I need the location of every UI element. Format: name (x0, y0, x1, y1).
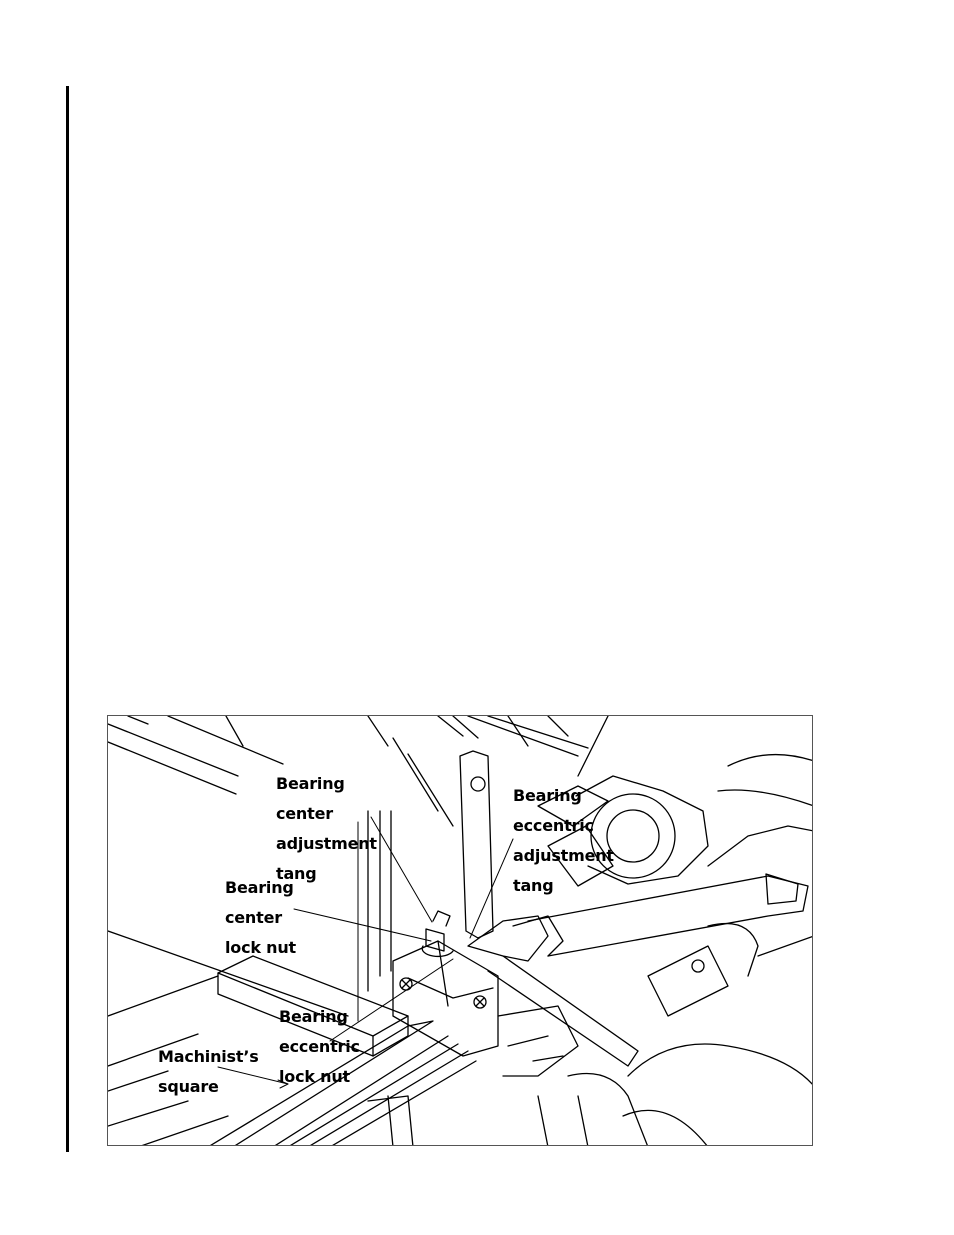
bandsaw-guide-drawing (108, 716, 812, 1145)
page-margin-rule (66, 86, 69, 1152)
callout-bearing-eccentric-lock-nut: Bearing eccentric lock nut (279, 1007, 360, 1086)
callout-bearing-center-lock-nut: Bearing center lock nut (225, 878, 297, 957)
callout-bearing-center-adjustment-tang: Bearing center adjustment tang (276, 774, 377, 883)
callout-machinists-square: Machinist’s square (158, 1047, 259, 1096)
callout-bearing-eccentric-adjustment-tang: Bearing eccentric adjustment tang (513, 786, 614, 895)
bearing-adjustment-illustration: Bearing center adjustment tang Bearing e… (107, 715, 813, 1146)
